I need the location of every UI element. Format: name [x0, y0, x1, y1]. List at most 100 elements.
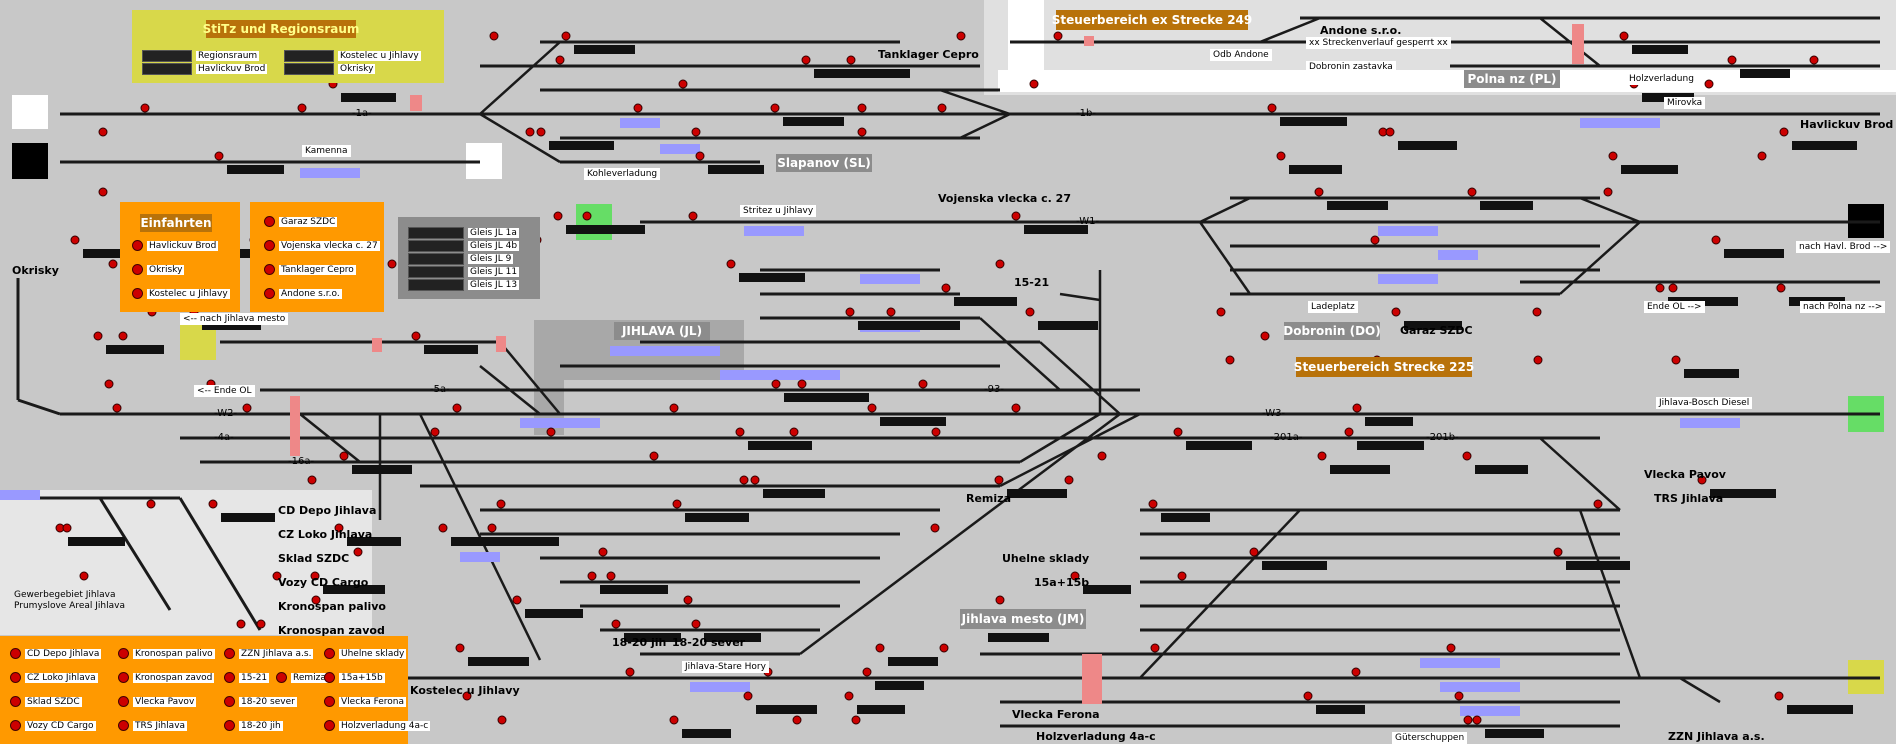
- entry-havlickuv[interactable]: Havlickuv Brod: [132, 240, 219, 251]
- signal-icon[interactable]: [118, 331, 128, 341]
- signal-icon[interactable]: [1344, 427, 1354, 437]
- signal-icon[interactable]: [242, 403, 252, 413]
- signal-icon[interactable]: [334, 523, 344, 533]
- signal-icon[interactable]: [1704, 79, 1714, 89]
- signal-icon[interactable]: [411, 331, 421, 341]
- entry-tanklager[interactable]: Tanklager Cepro: [264, 264, 356, 275]
- entry-kostelec[interactable]: Kostelec u Jihlavy: [132, 288, 230, 299]
- signal-icon[interactable]: [743, 691, 753, 701]
- signal-icon[interactable]: [1472, 715, 1482, 725]
- signal-icon[interactable]: [1668, 283, 1678, 293]
- signal-icon[interactable]: [625, 667, 635, 677]
- signal-icon[interactable]: [1276, 151, 1286, 161]
- signal-icon[interactable]: [851, 715, 861, 725]
- signal-icon[interactable]: [1029, 79, 1039, 89]
- legend-entry[interactable]: Holzverladung 4a-c: [324, 720, 431, 731]
- signal-icon[interactable]: [857, 103, 867, 113]
- entry-vojenska[interactable]: Vojenska vlecka c. 27: [264, 240, 380, 251]
- signal-icon[interactable]: [307, 475, 317, 485]
- signal-icon[interactable]: [1593, 499, 1603, 509]
- legend-entry[interactable]: 15-21: [224, 672, 270, 683]
- signal-icon[interactable]: [1779, 127, 1789, 137]
- signal-icon[interactable]: [1225, 355, 1235, 365]
- signal-icon[interactable]: [797, 379, 807, 389]
- signal-icon[interactable]: [1603, 187, 1613, 197]
- signal-icon[interactable]: [62, 523, 72, 533]
- signal-icon[interactable]: [438, 523, 448, 533]
- signal-icon[interactable]: [845, 307, 855, 317]
- signal-icon[interactable]: [1011, 211, 1021, 221]
- signal-icon[interactable]: [875, 643, 885, 653]
- signal-icon[interactable]: [546, 427, 556, 437]
- signal-icon[interactable]: [582, 211, 592, 221]
- signal-icon[interactable]: [1216, 307, 1226, 317]
- signal-icon[interactable]: [994, 475, 1004, 485]
- signal-icon[interactable]: [867, 403, 877, 413]
- signal-icon[interactable]: [1711, 235, 1721, 245]
- signal-icon[interactable]: [1148, 499, 1158, 509]
- entry-andone[interactable]: Andone s.r.o.: [264, 288, 342, 299]
- signal-icon[interactable]: [956, 31, 966, 41]
- signal-icon[interactable]: [1064, 475, 1074, 485]
- signal-icon[interactable]: [995, 595, 1005, 605]
- signal-icon[interactable]: [70, 235, 80, 245]
- signal-icon[interactable]: [497, 715, 507, 725]
- signal-icon[interactable]: [683, 595, 693, 605]
- signal-icon[interactable]: [536, 127, 546, 137]
- signal-icon[interactable]: [598, 547, 608, 557]
- signal-icon[interactable]: [606, 571, 616, 581]
- signal-icon[interactable]: [1454, 691, 1464, 701]
- legend-entry[interactable]: Kronospan palivo: [118, 648, 215, 659]
- signal-icon[interactable]: [1173, 427, 1183, 437]
- signal-icon[interactable]: [112, 403, 122, 413]
- signal-icon[interactable]: [1177, 571, 1187, 581]
- signal-icon[interactable]: [108, 259, 118, 269]
- signal-icon[interactable]: [272, 571, 282, 581]
- legend-entry[interactable]: Uhelne sklady: [324, 648, 407, 659]
- signal-icon[interactable]: [1776, 283, 1786, 293]
- signal-icon[interactable]: [1070, 571, 1080, 581]
- signal-icon[interactable]: [857, 127, 867, 137]
- stitz-item-okrisky[interactable]: Okrisky: [284, 63, 376, 75]
- legend-entry[interactable]: Vlecka Ferona: [324, 696, 407, 707]
- legend-entry[interactable]: TRS Jihlava: [118, 720, 188, 731]
- signal-icon[interactable]: [430, 427, 440, 437]
- gleis-11[interactable]: Gleis JL 11: [408, 266, 520, 278]
- signal-icon[interactable]: [1809, 55, 1819, 65]
- signal-icon[interactable]: [311, 595, 321, 605]
- signal-icon[interactable]: [208, 499, 218, 509]
- signal-icon[interactable]: [1774, 691, 1784, 701]
- signal-icon[interactable]: [1370, 235, 1380, 245]
- signal-icon[interactable]: [886, 307, 896, 317]
- signal-icon[interactable]: [1260, 331, 1270, 341]
- signal-icon[interactable]: [862, 667, 872, 677]
- signal-icon[interactable]: [512, 595, 522, 605]
- signal-icon[interactable]: [735, 427, 745, 437]
- signal-icon[interactable]: [93, 331, 103, 341]
- legend-entry[interactable]: Vlecka Pavov: [118, 696, 197, 707]
- signal-icon[interactable]: [669, 403, 679, 413]
- signal-icon[interactable]: [1462, 451, 1472, 461]
- signal-icon[interactable]: [489, 31, 499, 41]
- signal-icon[interactable]: [691, 127, 701, 137]
- legend-entry[interactable]: 15a+15b: [324, 672, 385, 683]
- signal-icon[interactable]: [496, 499, 506, 509]
- signal-icon[interactable]: [1385, 127, 1395, 137]
- legend-entry[interactable]: 18-20 jih: [224, 720, 283, 731]
- signal-icon[interactable]: [750, 475, 760, 485]
- signal-icon[interactable]: [455, 643, 465, 653]
- signal-icon[interactable]: [140, 103, 150, 113]
- signal-icon[interactable]: [587, 571, 597, 581]
- signal-icon[interactable]: [1671, 355, 1681, 365]
- stitz-item-kostelec[interactable]: Kostelec u Jihlavy: [284, 50, 421, 62]
- signal-icon[interactable]: [1314, 187, 1324, 197]
- signal-icon[interactable]: [310, 571, 320, 581]
- gleis-13[interactable]: Gleis JL 13: [408, 279, 520, 291]
- signal-icon[interactable]: [236, 619, 246, 629]
- signal-icon[interactable]: [1532, 307, 1542, 317]
- signal-icon[interactable]: [930, 523, 940, 533]
- signal-icon[interactable]: [1053, 31, 1063, 41]
- signal-icon[interactable]: [353, 547, 363, 557]
- signal-icon[interactable]: [1249, 547, 1259, 557]
- signal-icon[interactable]: [844, 691, 854, 701]
